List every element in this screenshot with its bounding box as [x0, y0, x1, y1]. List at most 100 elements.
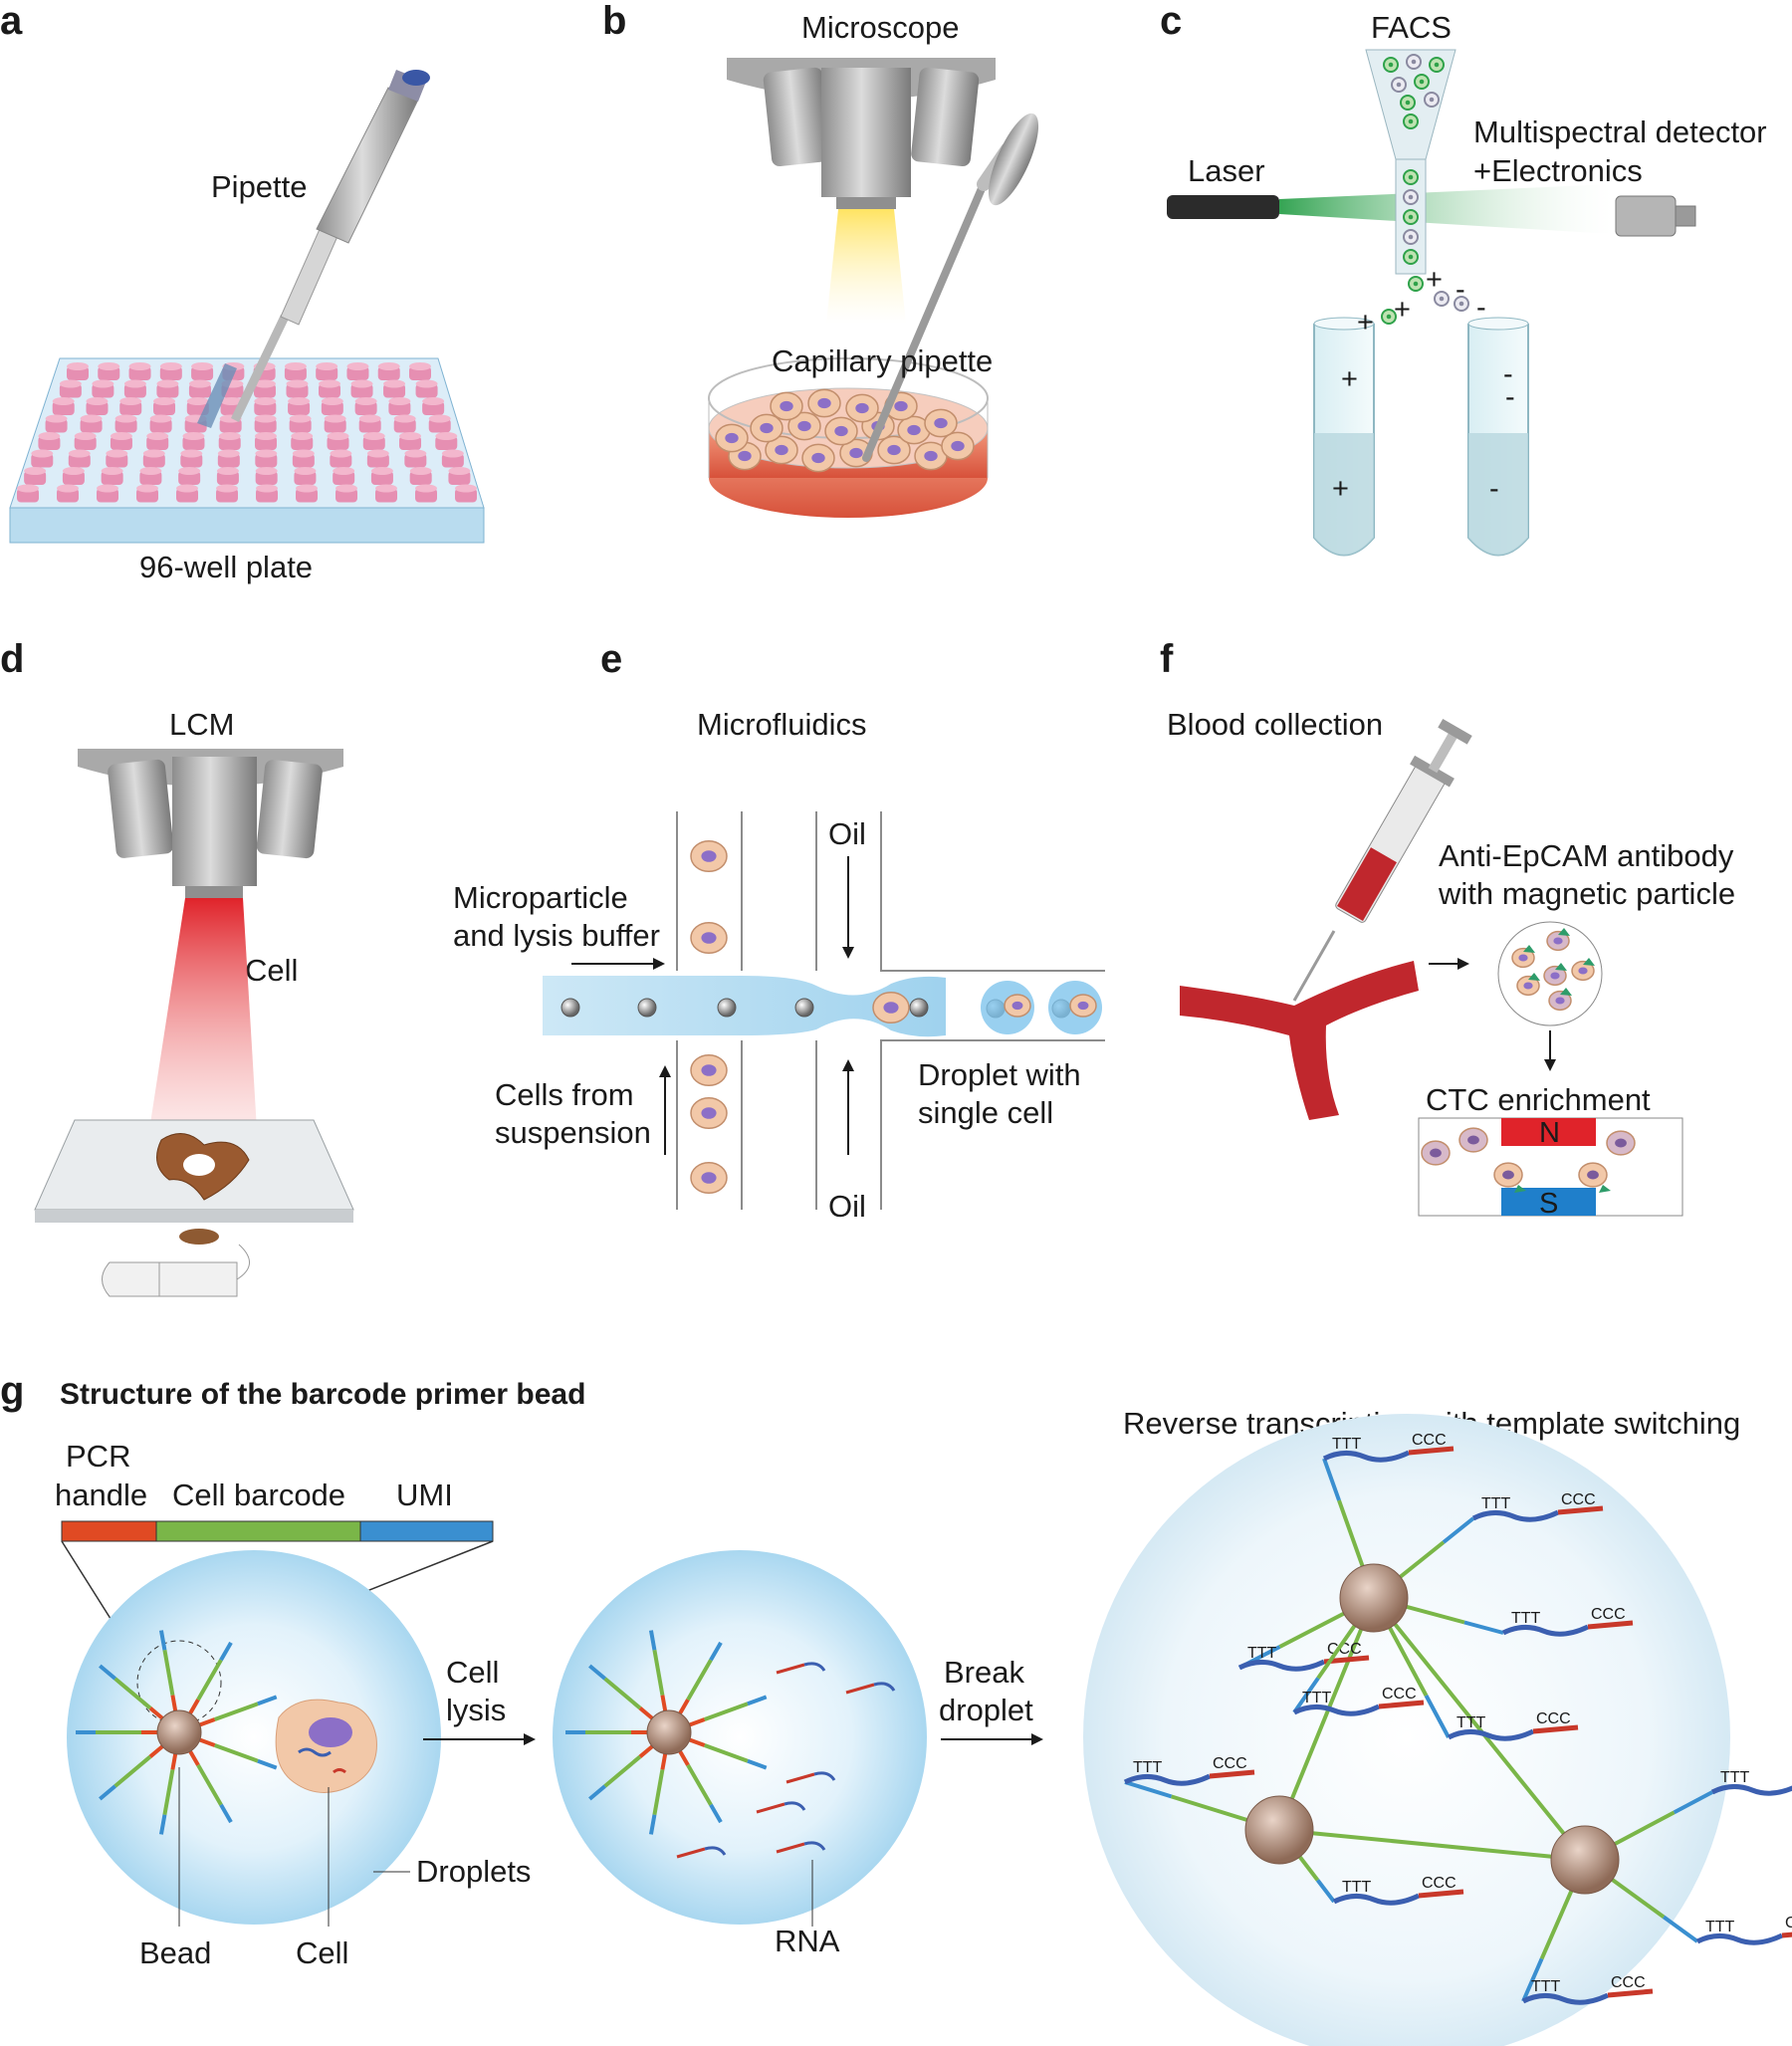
well-top — [156, 379, 179, 388]
minus-sign: - — [1505, 381, 1515, 413]
well-top — [286, 379, 309, 388]
well-top — [146, 432, 169, 440]
plus-sign: + — [1394, 294, 1411, 326]
barcode-oligo — [113, 1677, 152, 1710]
well — [286, 383, 309, 398]
well-top — [254, 397, 277, 405]
ttt-label: TTT — [1511, 1610, 1541, 1627]
microparticle-label-2: and lysis buffer — [453, 918, 660, 953]
well — [289, 418, 312, 433]
well — [216, 471, 239, 485]
well-top — [216, 484, 238, 493]
barcode-oligo — [196, 1659, 223, 1702]
barcode-oligo — [188, 1750, 200, 1766]
well-top — [319, 379, 341, 388]
barcode-oligo — [162, 1649, 175, 1696]
barcode-oligo — [688, 1737, 706, 1747]
well-top — [142, 449, 165, 458]
well-top — [296, 484, 318, 493]
droplets-label: Droplets — [416, 1854, 531, 1889]
rna-template — [1378, 1700, 1425, 1709]
barcode-oligo — [198, 1717, 216, 1727]
well-top — [409, 362, 431, 370]
antibody-marker — [1514, 1185, 1526, 1193]
cdna-strand — [1332, 1893, 1421, 1906]
well — [217, 453, 240, 468]
well — [191, 366, 214, 380]
ttt-label: TTT — [1720, 1769, 1750, 1786]
well — [294, 471, 317, 485]
well-top — [186, 397, 209, 405]
dish-cell — [750, 413, 784, 443]
well-top — [327, 432, 349, 440]
well — [176, 488, 198, 503]
well-top — [97, 484, 118, 493]
barcode-oligo — [170, 1695, 178, 1711]
ttt-label: TTT — [1481, 1495, 1511, 1512]
cdna-strand — [1123, 1773, 1212, 1786]
antibody-label-1: Anti-EpCAM antibody — [1439, 838, 1734, 873]
ccc-label: CCC — [1422, 1875, 1456, 1892]
well — [291, 436, 314, 450]
barcode-oligo — [214, 1702, 259, 1721]
antibody-cell — [1546, 930, 1570, 952]
lcm-slide — [34, 1119, 354, 1223]
well — [415, 488, 437, 503]
well-top — [435, 432, 458, 440]
facs-label: FACS — [1371, 10, 1452, 45]
well — [101, 471, 123, 485]
rna-blue — [803, 1662, 826, 1672]
barcode-oligo — [704, 1743, 749, 1763]
well — [422, 401, 445, 415]
well — [139, 471, 162, 485]
well — [435, 436, 458, 450]
rna-blue — [873, 1682, 896, 1692]
well — [350, 383, 373, 398]
ccc-label: CCC — [1785, 1915, 1792, 1932]
rt-bead — [1550, 1825, 1620, 1895]
well-top — [336, 484, 357, 493]
cdna-strand — [1695, 1932, 1784, 1945]
ccc-label: CCC — [1382, 1686, 1417, 1703]
bead-core — [646, 1709, 692, 1755]
well-top — [255, 449, 278, 458]
well — [97, 488, 118, 503]
ttt-label: TTT — [1247, 1645, 1277, 1662]
arrow-icon — [524, 1733, 536, 1745]
suspended-cell — [690, 1161, 728, 1195]
well-top — [330, 449, 352, 458]
cdna-strand — [1237, 1659, 1326, 1672]
collection-tube-positive — [1313, 317, 1375, 557]
negative-cell — [1434, 291, 1450, 307]
antibody-marker — [1528, 973, 1540, 981]
well — [59, 383, 82, 398]
positive-cell — [1403, 169, 1419, 185]
well-top — [294, 467, 317, 475]
well-top — [220, 397, 243, 405]
magnet-north-label: N — [1539, 1117, 1560, 1149]
well — [98, 366, 120, 380]
panel-b: b Microscope Capillary pipette — [602, 0, 1039, 518]
well — [182, 436, 205, 450]
ctc-cell — [1421, 1140, 1451, 1166]
microparticle — [717, 998, 737, 1018]
well-top — [377, 362, 400, 370]
well-top — [370, 467, 393, 475]
laser-label: Laser — [1188, 153, 1265, 188]
capillary-label: Capillary pipette — [772, 343, 993, 378]
well — [92, 383, 114, 398]
barcode-oligo — [660, 1695, 668, 1711]
well — [106, 453, 128, 468]
rna-red — [676, 1847, 706, 1859]
well-top — [106, 449, 128, 458]
well-top — [375, 484, 397, 493]
rna-label: RNA — [775, 1924, 840, 1958]
panel-letter-f: f — [1160, 637, 1174, 681]
well — [38, 436, 61, 450]
rna-red — [776, 1663, 805, 1675]
well-top — [59, 379, 82, 388]
well — [393, 418, 416, 433]
cdna-strand — [1322, 1450, 1411, 1463]
barcode-oligo — [704, 1702, 749, 1721]
ctc-cell — [1458, 1127, 1488, 1153]
